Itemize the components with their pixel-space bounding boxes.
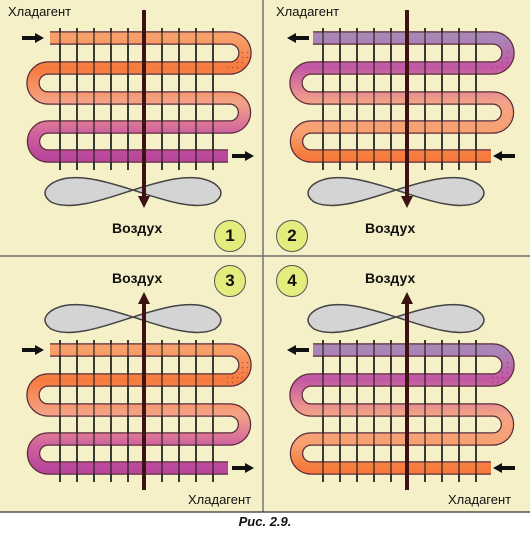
fan-blade <box>44 176 134 207</box>
refrigerant-out-arrow-head <box>245 463 254 473</box>
coil-tube-texture <box>292 34 512 160</box>
fan-blade <box>307 303 397 334</box>
air-label-panel-3: Воздух <box>112 270 163 286</box>
air-flow-arrow-head <box>401 196 413 208</box>
panel-3 <box>22 292 254 490</box>
refrigerant-out-arrow-head <box>287 345 296 355</box>
fan-blade <box>395 176 485 207</box>
air-flow-arrow-head <box>138 196 150 208</box>
fan-blade <box>395 303 485 334</box>
refrigerant-in-arrow-head <box>493 151 502 161</box>
refrigerant-label-panel-4: Хладагент <box>448 492 512 507</box>
panel-2 <box>287 10 515 208</box>
refrigerant-in-arrow-head <box>35 33 44 43</box>
panel-number-badge-4: 4 <box>276 265 308 297</box>
panel-number-badge-1: 1 <box>214 220 246 252</box>
air-label-panel-2: Воздух <box>365 220 416 236</box>
fan-blade <box>132 303 222 334</box>
refrigerant-label-panel-2: Хладагент <box>276 4 340 19</box>
fan-blade <box>132 176 222 207</box>
panel-1 <box>22 10 254 208</box>
air-flow-arrow-head <box>401 292 413 304</box>
refrigerant-out-arrow-head <box>245 151 254 161</box>
coil-tube-texture <box>29 346 249 472</box>
panel-number-badge-3: 3 <box>214 265 246 297</box>
fan-blade <box>44 303 134 334</box>
refrigerant-label-panel-3: Хладагент <box>188 492 252 507</box>
refrigerant-in-arrow-head <box>35 345 44 355</box>
refrigerant-label-panel-1: Хладагент <box>8 4 72 19</box>
panel-4 <box>287 292 515 490</box>
fan-blade <box>307 176 397 207</box>
refrigerant-in-arrow-head <box>493 463 502 473</box>
panel-number-badge-2: 2 <box>276 220 308 252</box>
coil-tube-texture <box>29 34 249 160</box>
air-flow-arrow-head <box>138 292 150 304</box>
refrigerant-out-arrow-head <box>287 33 296 43</box>
figure-caption: Рис. 2.9. <box>238 514 292 529</box>
air-label-panel-1: Воздух <box>112 220 163 236</box>
air-label-panel-4: Воздух <box>365 270 416 286</box>
coil-tube-texture <box>292 346 512 472</box>
